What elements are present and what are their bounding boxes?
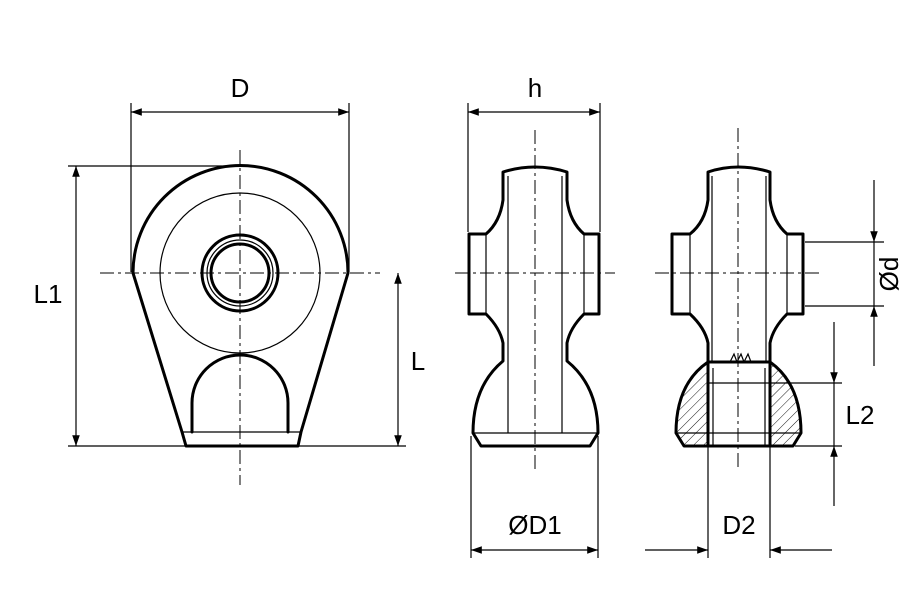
front-view [100,150,380,485]
label-D1: ØD1 [508,510,561,540]
section-view [655,128,820,470]
section-hatched-left [674,360,710,448]
section-threaded-bore [706,360,772,448]
dimension-h: h [467,73,601,232]
dimension-D2: D2 [645,446,832,558]
dimension-D1: ØD1 [470,436,599,558]
section-upper-outline [670,165,805,364]
dimension-L1: L1 [34,165,240,447]
side-view [455,130,615,470]
label-L: L [411,346,425,376]
label-d: Ød [874,257,904,292]
label-L1: L1 [34,279,63,309]
thread-runout-zigzag [729,352,752,364]
label-L2: L2 [846,400,875,430]
label-h: h [528,73,542,103]
dimension-d: Ød [805,180,904,366]
label-D: D [231,73,250,103]
front-view-outline [131,164,350,448]
dimension-D: D [130,73,350,272]
dimension-L: L [298,273,425,447]
side-view-outline [467,165,601,448]
label-D2: D2 [722,510,755,540]
dimension-L2: L2 [770,322,874,506]
